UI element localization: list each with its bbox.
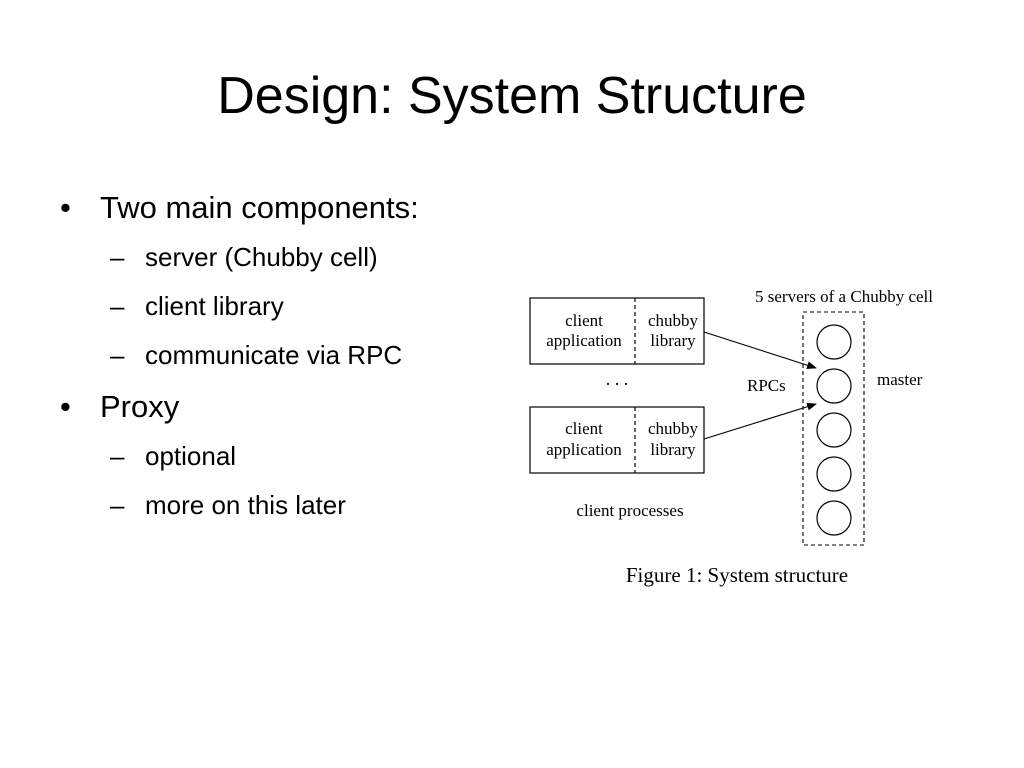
dash-marker: –: [110, 242, 125, 272]
sub-bullet-text: more on this later: [145, 490, 346, 520]
chubby-library-label: chubby: [648, 419, 699, 438]
server-group: [816, 324, 852, 536]
sub-bullet-text: communicate via RPC: [145, 340, 403, 370]
bullet-item: • Two main components:: [58, 188, 508, 232]
dash-marker: –: [110, 291, 125, 321]
master-label: master: [877, 370, 923, 389]
dash-marker: –: [110, 490, 125, 520]
client-application-label: client: [565, 419, 603, 438]
sub-bullet-item: – client library: [58, 289, 508, 338]
server-node: [816, 412, 852, 448]
chubby-library-label: chubby: [648, 311, 699, 330]
bullet-text: Proxy: [100, 389, 180, 424]
chubby-library-label: library: [650, 331, 696, 350]
sub-bullet-text: client library: [145, 291, 284, 321]
sub-bullet-item: – optional: [58, 439, 508, 488]
sub-bullet-text: server (Chubby cell): [145, 242, 378, 272]
figure-caption: Figure 1: System structure: [626, 563, 848, 587]
cell-label: 5 servers of a Chubby cell: [755, 287, 933, 306]
client-application-label: application: [546, 440, 622, 459]
bullet-item: • Proxy: [58, 387, 508, 431]
client-application-label: client: [565, 311, 603, 330]
ellipsis: . . .: [606, 369, 629, 389]
client-process-box: client application chubby library: [529, 406, 705, 474]
sub-bullet-item: – communicate via RPC: [58, 338, 508, 387]
dash-marker: –: [110, 340, 125, 370]
system-structure-diagram: 5 servers of a Chubby cell client applic…: [529, 287, 933, 587]
server-node: [816, 500, 852, 536]
rpcs-label: RPCs: [747, 376, 786, 395]
chubby-cell-boundary: [802, 311, 865, 546]
sub-bullet-item: – more on this later: [58, 488, 508, 537]
client-process-box: client application chubby library: [529, 297, 705, 365]
rpc-arrow: [703, 331, 817, 370]
slide-title: Design: System Structure: [217, 67, 807, 125]
rpc-arrow: [703, 402, 817, 440]
bullet-list: • Two main components: – server (Chubby …: [58, 188, 508, 537]
sub-bullet-item: – server (Chubby cell): [58, 240, 508, 289]
bullet-text: Two main components:: [100, 190, 419, 225]
client-processes-label: client processes: [576, 501, 683, 520]
bullet-marker: •: [60, 190, 71, 225]
dash-marker: –: [110, 441, 125, 471]
server-node: [816, 456, 852, 492]
master-server-node: [816, 368, 852, 404]
chubby-library-label: library: [650, 440, 696, 459]
server-node: [816, 324, 852, 360]
bullet-marker: •: [60, 389, 71, 424]
client-application-label: application: [546, 331, 622, 350]
sub-bullet-text: optional: [145, 441, 237, 471]
